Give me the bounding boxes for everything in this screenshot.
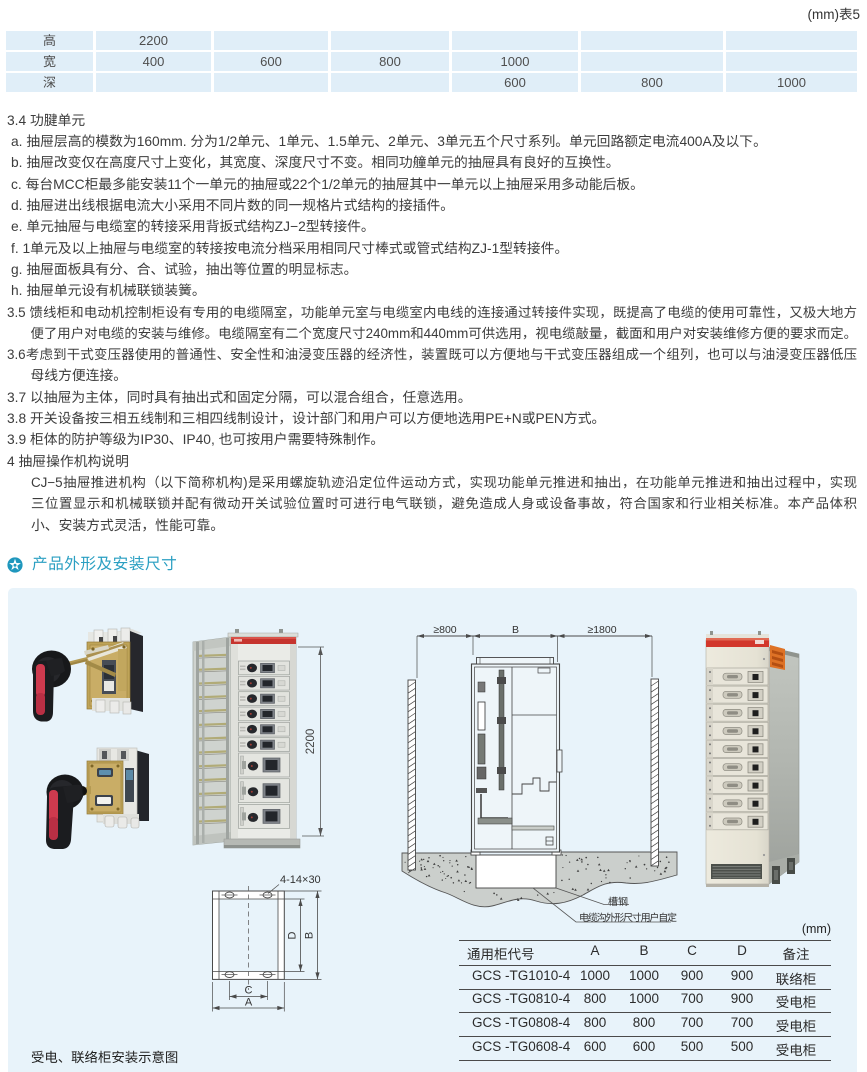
svg-text:B: B: [304, 932, 316, 939]
svg-text:D: D: [287, 931, 299, 939]
svg-text:C: C: [245, 985, 253, 997]
svg-text:≥1800: ≥1800: [587, 624, 616, 636]
svg-text:≥800: ≥800: [433, 624, 456, 636]
svg-text:A: A: [245, 997, 253, 1009]
svg-text:2200: 2200: [305, 729, 317, 755]
svg-text:B: B: [512, 624, 519, 636]
svg-text:4-14×30: 4-14×30: [280, 874, 321, 886]
